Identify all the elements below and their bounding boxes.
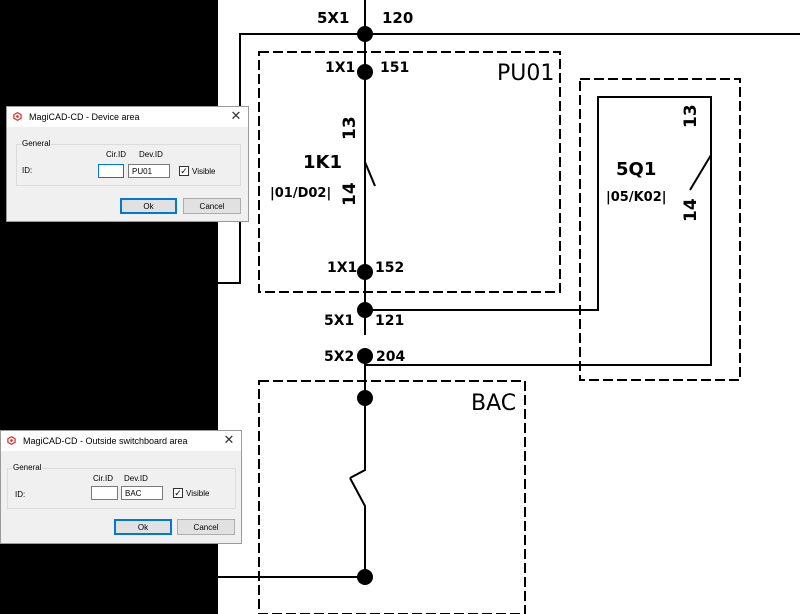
terminal-number-label: 204	[376, 349, 405, 365]
dev-id-input[interactable]	[121, 486, 163, 500]
terminal-strip-label: 5X1	[317, 9, 349, 27]
terminal-strip-label: 5X1	[324, 313, 354, 329]
terminal-dot-5x1-120	[357, 26, 373, 42]
area-frame-5q1	[579, 78, 741, 381]
terminal-number-label: 151	[380, 60, 409, 76]
terminal-dot-5x2-204	[357, 348, 373, 364]
ok-button[interactable]: Ok	[120, 198, 177, 214]
device-area-dialog[interactable]: MagiCAD-CD - Device area ✕ General Cir.I…	[6, 106, 249, 222]
magicad-icon	[7, 436, 16, 445]
cancel-button[interactable]: Cancel	[183, 198, 241, 214]
terminal-dot-bac-top	[357, 390, 373, 406]
pin-label-5q1-14: 14	[681, 198, 701, 222]
cir-id-label: Cir.ID	[106, 150, 126, 159]
terminal-strip-label: 5X2	[324, 349, 354, 365]
switch-contacts	[364, 130, 712, 240]
terminal-dot-1x1-151	[357, 64, 373, 80]
cir-id-input[interactable]	[91, 486, 118, 500]
dialog-titlebar[interactable]: MagiCAD-CD - Outside switchboard area ✕	[1, 431, 241, 451]
cir-id-input[interactable]	[98, 164, 124, 178]
id-label: ID:	[22, 166, 33, 175]
dev-id-label: Dev.ID	[124, 474, 148, 483]
outside-switchboard-area-dialog[interactable]: MagiCAD-CD - Outside switchboard area ✕ …	[0, 430, 242, 544]
area-frame-pu01	[258, 51, 561, 293]
terminal-number-label: 121	[375, 313, 404, 329]
area-frames	[258, 51, 741, 614]
dev-id-input[interactable]	[128, 164, 170, 178]
area-label-pu01: PU01	[497, 61, 554, 86]
visible-label: Visible	[192, 167, 216, 176]
area-frame-bac	[258, 380, 526, 614]
schematic-labels: 5X1 120 1X1 151 1X1 152 5X1 121 5X2 204 …	[270, 9, 701, 416]
terminal-dot-5x1-121	[357, 302, 373, 318]
bac-contact-upper	[349, 420, 366, 479]
terminal-strip-label: 1X1	[327, 260, 357, 276]
drawing-sheet	[218, 0, 800, 614]
pin-label-1k1-14: 14	[340, 182, 360, 206]
terminal-number-label: 120	[382, 9, 413, 27]
wire-loop-5q1	[365, 96, 712, 366]
terminal-number-label: 152	[375, 260, 404, 276]
magicad-icon	[13, 112, 22, 121]
visible-checkbox[interactable]: ✓	[179, 166, 189, 176]
general-group: General	[16, 139, 241, 186]
visible-label: Visible	[186, 489, 210, 498]
bac-contact-lower	[349, 477, 366, 577]
general-group-label: General	[12, 463, 43, 472]
close-icon[interactable]: ✕	[230, 108, 242, 123]
device-name-1k1: 1K1	[303, 152, 342, 173]
device-ref-1k1: |01/D02|	[270, 186, 331, 201]
general-group-label: General	[21, 139, 52, 148]
cir-id-label: Cir.ID	[93, 474, 113, 483]
pin-label-1k1-13: 13	[340, 116, 360, 140]
close-icon[interactable]: ✕	[223, 432, 235, 447]
visible-checkbox[interactable]: ✓	[173, 488, 183, 498]
contact-1k1	[364, 130, 376, 240]
dialog-titlebar[interactable]: MagiCAD-CD - Device area ✕	[7, 107, 248, 127]
wires	[218, 0, 800, 578]
dev-id-label: Dev.ID	[139, 150, 163, 159]
terminal-dots	[357, 26, 373, 585]
pin-label-5q1-13: 13	[681, 104, 701, 128]
device-name-5q1: 5Q1	[616, 159, 656, 180]
dialog-title: MagiCAD-CD - Outside switchboard area	[23, 436, 188, 446]
contact-5q1	[689, 154, 712, 191]
dialog-title: MagiCAD-CD - Device area	[29, 112, 140, 122]
terminal-dot-bac-bottom	[357, 569, 373, 585]
ok-button[interactable]: Ok	[114, 519, 172, 535]
cancel-button[interactable]: Cancel	[177, 519, 235, 535]
area-label-bac: BAC	[471, 391, 516, 416]
general-group: General	[7, 463, 236, 509]
device-ref-5q1: |05/K02|	[606, 190, 667, 205]
terminal-strip-label: 1X1	[325, 60, 355, 76]
terminal-dot-1x1-152	[357, 264, 373, 280]
id-label: ID:	[15, 490, 26, 499]
